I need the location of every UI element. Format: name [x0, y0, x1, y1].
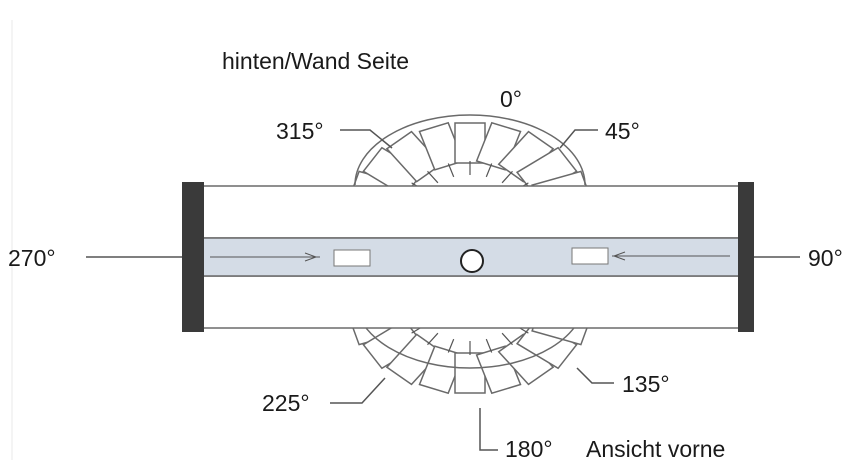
- top-sector-6: [497, 130, 555, 183]
- top-caption: hinten/Wand Seite: [222, 48, 410, 74]
- top-sector-2: [385, 130, 443, 183]
- label-225-deg: 225°: [262, 390, 310, 416]
- bar-window-left: [333, 249, 371, 267]
- bar-window-right: [571, 247, 609, 265]
- left-endcap: [182, 182, 204, 332]
- label-180-deg: 180°: [505, 436, 553, 462]
- label-0-deg: 0°: [500, 86, 522, 112]
- leader-45: [559, 129, 598, 149]
- bottom-hub-arc: [354, 297, 586, 369]
- bottom-sector-tick-6: [501, 332, 513, 346]
- leader-180: [479, 408, 498, 451]
- bar-arrow-left: [304, 252, 318, 262]
- label-315-deg: 315°: [276, 118, 324, 144]
- bottom-sector-tick-5: [485, 338, 493, 353]
- leader-315: [340, 129, 393, 149]
- bottom-sector-tick-2: [427, 332, 439, 346]
- label-270-deg: 270°: [8, 245, 56, 271]
- top-sector-4: [454, 122, 486, 164]
- label-135-deg: 135°: [622, 371, 670, 397]
- label-90-deg: 90°: [808, 245, 843, 271]
- top-sector-tick-6: [501, 170, 513, 184]
- top-sector-tick-3: [447, 163, 455, 178]
- bottom-caption: Ansicht vorne: [586, 436, 726, 462]
- center-pivot: [460, 249, 484, 273]
- bottom-sector-3: [418, 345, 465, 395]
- bar-arrow-right: [612, 251, 626, 261]
- bottom-sector-tick-3: [447, 338, 455, 353]
- label-45-deg: 45°: [605, 118, 640, 144]
- leader-135: [576, 367, 614, 384]
- lower-tube: [199, 275, 741, 329]
- upper-tube: [199, 185, 741, 239]
- right-endcap: [738, 182, 754, 332]
- top-sector-3: [418, 121, 465, 171]
- top-sector-tick-2: [427, 170, 439, 184]
- top-hub-arc: [354, 114, 586, 186]
- top-sector-tick-5: [485, 163, 493, 178]
- bottom-sector-4: [454, 352, 486, 394]
- leader-225: [330, 377, 386, 404]
